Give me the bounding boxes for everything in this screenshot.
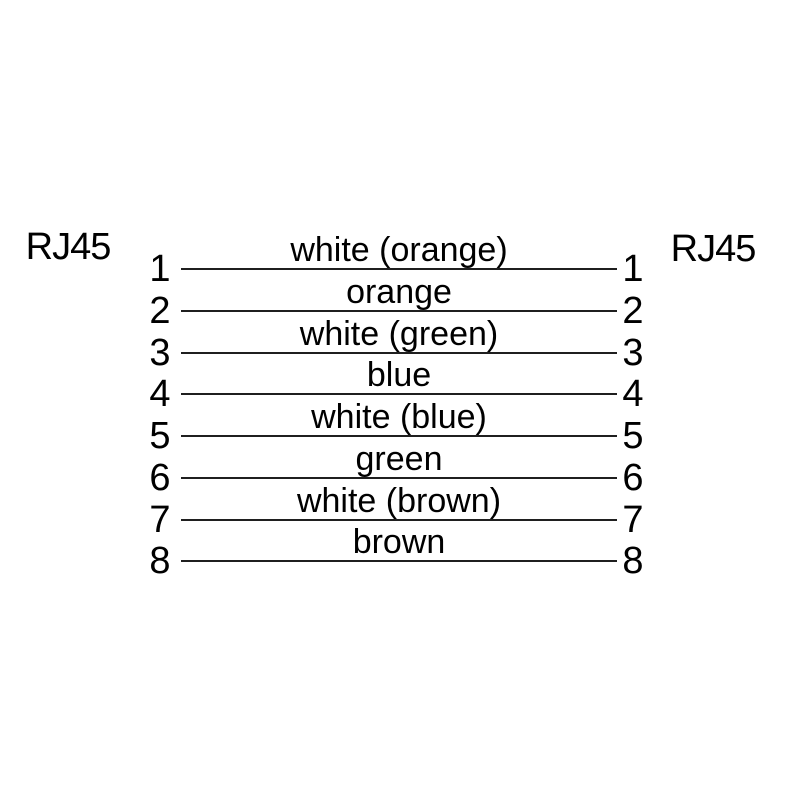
wire-color-label: brown [352, 523, 446, 561]
wire-row-6: 6 green 6 [149, 440, 643, 499]
left-pin-number: 8 [149, 539, 171, 582]
wire-row-3: 3 white (green) 3 [149, 315, 643, 374]
right-pin-number: 8 [622, 539, 644, 582]
wire-row-8: 8 brown 8 [149, 523, 643, 582]
right-pin-number: 7 [622, 498, 644, 541]
left-pin-number: 3 [149, 331, 171, 374]
wire-color-label: orange [346, 273, 452, 311]
wire-color-label: green [355, 440, 443, 478]
left-pin-number: 6 [149, 456, 171, 499]
left-pin-number: 2 [149, 289, 171, 332]
wire-color-label: white (brown) [296, 482, 502, 520]
wire-color-label: white (blue) [311, 398, 487, 436]
left-pin-number: 5 [149, 414, 171, 457]
left-connector-label: RJ45 [25, 225, 112, 268]
right-pin-number: 1 [622, 247, 644, 290]
right-pin-number: 4 [622, 372, 644, 415]
right-pin-number: 6 [622, 456, 644, 499]
wire-color-label: white (green) [299, 315, 499, 353]
right-connector-label: RJ45 [670, 227, 757, 270]
wire-row-5: 5 white (blue) 5 [149, 398, 643, 457]
right-pin-number: 2 [622, 289, 644, 332]
left-pin-number: 1 [149, 247, 171, 290]
wire-row-7: 7 white (brown) 7 [149, 482, 643, 541]
right-pin-number: 5 [622, 414, 644, 457]
right-pin-number: 3 [622, 331, 644, 374]
wire-row-1: 1 white (orange) 1 [149, 231, 643, 290]
left-pin-number: 4 [149, 372, 171, 415]
left-pin-number: 7 [149, 498, 171, 541]
wire-color-label: blue [366, 356, 432, 394]
wire-row-2: 2 orange 2 [149, 273, 643, 332]
wire-row-4: 4 blue 4 [149, 356, 643, 415]
wire-color-label: white (orange) [290, 231, 508, 269]
